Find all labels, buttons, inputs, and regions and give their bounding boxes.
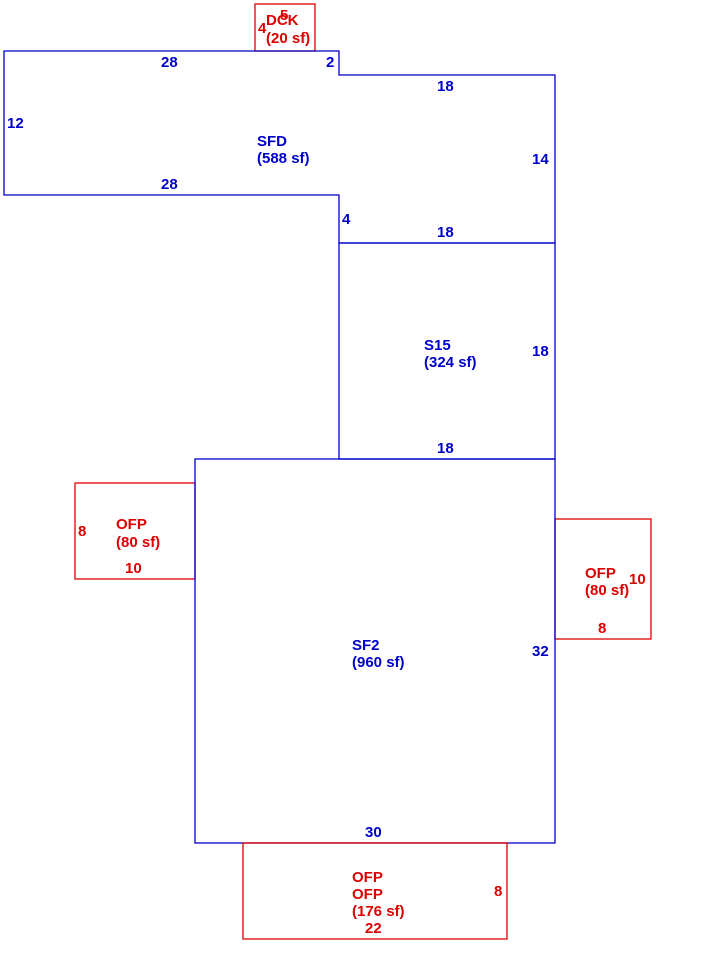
ofp-left-area: (80 sf)	[116, 534, 160, 551]
ofp-right-label: OFP	[585, 565, 616, 582]
ofp-bottom-label-2: OFP	[352, 886, 383, 903]
sfd-area: (588 sf)	[257, 150, 310, 167]
s15-area: (324 sf)	[424, 354, 477, 371]
sfd-dim-top: 28	[161, 54, 178, 71]
sfd-dim-inner: 4	[342, 211, 351, 228]
sfd-dim-upper-right-top: 18	[437, 78, 454, 95]
ofp-right-dim-right: 10	[629, 571, 646, 588]
dck-dim-top: 5	[280, 7, 288, 24]
ofp-bottom-outline	[242, 842, 508, 940]
sfd-dim-bottom: 28	[161, 176, 178, 193]
sfd-dim-right: 14	[532, 151, 549, 168]
ofp-bottom-label-1: OFP	[352, 869, 383, 886]
ofp-bottom-area: (176 sf)	[352, 903, 405, 920]
ofp-left-dim-bottom: 10	[125, 560, 142, 577]
ofp-left-dim-left: 8	[78, 523, 86, 540]
sfd-label: SFD	[257, 133, 287, 150]
dck-dim-left: 4	[258, 20, 267, 37]
dck-label: DCK	[266, 12, 299, 29]
sf2-label: SF2	[352, 637, 380, 654]
sfd-dim-step: 2	[326, 54, 334, 71]
s15-label: S15	[424, 337, 451, 354]
ofp-bottom-dim-bottom: 22	[365, 920, 382, 937]
dck-area: (20 sf)	[266, 30, 310, 47]
sf2-area: (960 sf)	[352, 654, 405, 671]
sfd-dim-left: 12	[7, 115, 24, 132]
sf2-dim-bottom: 30	[365, 824, 382, 841]
sf2-dim-right: 32	[532, 643, 549, 660]
s15-dim-right: 18	[532, 343, 549, 360]
sfd-dim-lower-right-bottom: 18	[437, 224, 454, 241]
ofp-right-dim-bottom: 8	[598, 620, 606, 637]
s15-dim-bottom: 18	[437, 440, 454, 457]
ofp-bottom-dim-right: 8	[494, 883, 502, 900]
ofp-right-area: (80 sf)	[585, 582, 629, 599]
ofp-left-label: OFP	[116, 516, 147, 533]
